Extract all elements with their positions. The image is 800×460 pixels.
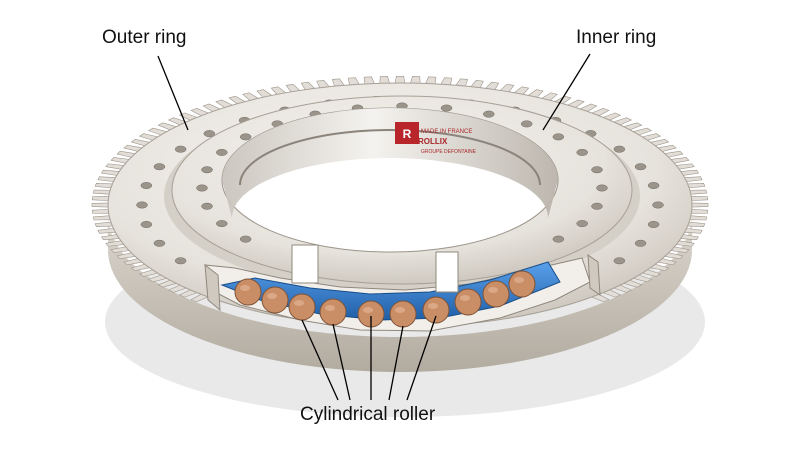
cylindrical-roller [288, 293, 316, 321]
label-outer-ring: Outer ring [102, 27, 187, 48]
cut-slot-left [291, 244, 319, 284]
cylindrical-roller [261, 286, 289, 314]
roller-highlight [363, 307, 373, 313]
inner-bolt-hole [216, 148, 228, 156]
inner-bolt-hole [552, 235, 565, 243]
outer-bolt-hole [153, 163, 166, 171]
inner-ring-bolt-holes [196, 102, 608, 243]
leader-roller-4 [388, 325, 404, 401]
cylindrical-roller [319, 298, 347, 326]
inner-ring: R [171, 95, 633, 285]
outer-bolt-hole [140, 182, 153, 189]
inner-bolt-hole [520, 120, 533, 128]
inner-bolt-hole [483, 110, 495, 118]
roller-highlight [395, 307, 405, 313]
inner-bolt-hole [196, 184, 208, 192]
cylindrical-roller [508, 270, 536, 298]
stamp-group: GROUPE DEFONTAINE [421, 149, 476, 155]
stamp-made-in: MADE IN FRANCE [421, 129, 473, 135]
outer-bolt-hole [174, 145, 187, 153]
outer-bolt-hole [647, 221, 660, 228]
outer-bolt-hole [136, 201, 148, 209]
inner-bolt-hole [596, 184, 608, 192]
outer-bolt-hole [634, 239, 647, 247]
outer-bolt-hole [634, 163, 647, 171]
cylindrical-roller [482, 280, 510, 308]
outer-bolt-hole [203, 130, 216, 138]
leader-roller-5 [406, 315, 437, 401]
cylindrical-roller [389, 300, 417, 328]
cut-edge-right [587, 253, 601, 297]
inner-bolt-hole [440, 104, 453, 112]
cylindrical-rollers [234, 270, 536, 328]
roller-highlight [267, 293, 277, 299]
leader-roller-1 [301, 319, 339, 401]
inner-bore-wall [222, 108, 558, 218]
outer-bolt-hole [613, 257, 626, 265]
roller-highlight [460, 295, 470, 301]
leader-lines [157, 53, 591, 401]
svg-text:R: R [403, 127, 412, 141]
roller-highlight [240, 285, 250, 291]
roller-highlight [428, 303, 438, 309]
cut-slot-right [435, 251, 459, 293]
outer-bolt-hole [153, 239, 166, 247]
cutaway-section [204, 244, 601, 332]
outer-bolt-hole [652, 201, 664, 209]
inner-bolt-hole [576, 220, 588, 228]
outer-bolt-hole [140, 221, 153, 228]
inner-bolt-hole [239, 235, 252, 243]
stamp-brand: ROLLIX [418, 137, 448, 146]
outer-bolt-hole [613, 145, 626, 153]
inner-bolt-hole [201, 166, 213, 174]
inner-bolt-hole [591, 166, 603, 174]
outer-ring-side [108, 215, 692, 372]
outer-bolt-hole [647, 182, 660, 189]
inner-bolt-hole [216, 220, 228, 228]
cylindrical-roller [454, 288, 482, 316]
cylindrical-roller [422, 296, 450, 324]
inner-bolt-hole [552, 133, 565, 141]
leader-inner-ring [542, 53, 591, 131]
rollix-logo [395, 122, 419, 144]
bore-groove [239, 129, 541, 186]
roller-highlight [294, 300, 304, 306]
inner-bolt-hole [591, 202, 603, 210]
leader-roller-2 [332, 323, 351, 401]
cylindrical-roller [234, 278, 262, 306]
inner-bolt-hole [576, 148, 588, 156]
leader-outer-ring [157, 55, 189, 131]
outer-bolt-hole [174, 257, 187, 265]
roller-highlight [514, 277, 524, 283]
cut-edge-left [204, 263, 221, 312]
inner-bolt-hole [239, 133, 252, 141]
inner-bolt-hole [201, 202, 213, 210]
roller-highlight [488, 287, 498, 293]
label-inner-ring: Inner ring [576, 27, 657, 48]
label-cylindrical-roller: Cylindrical roller [300, 404, 436, 425]
roller-highlight [325, 305, 335, 311]
